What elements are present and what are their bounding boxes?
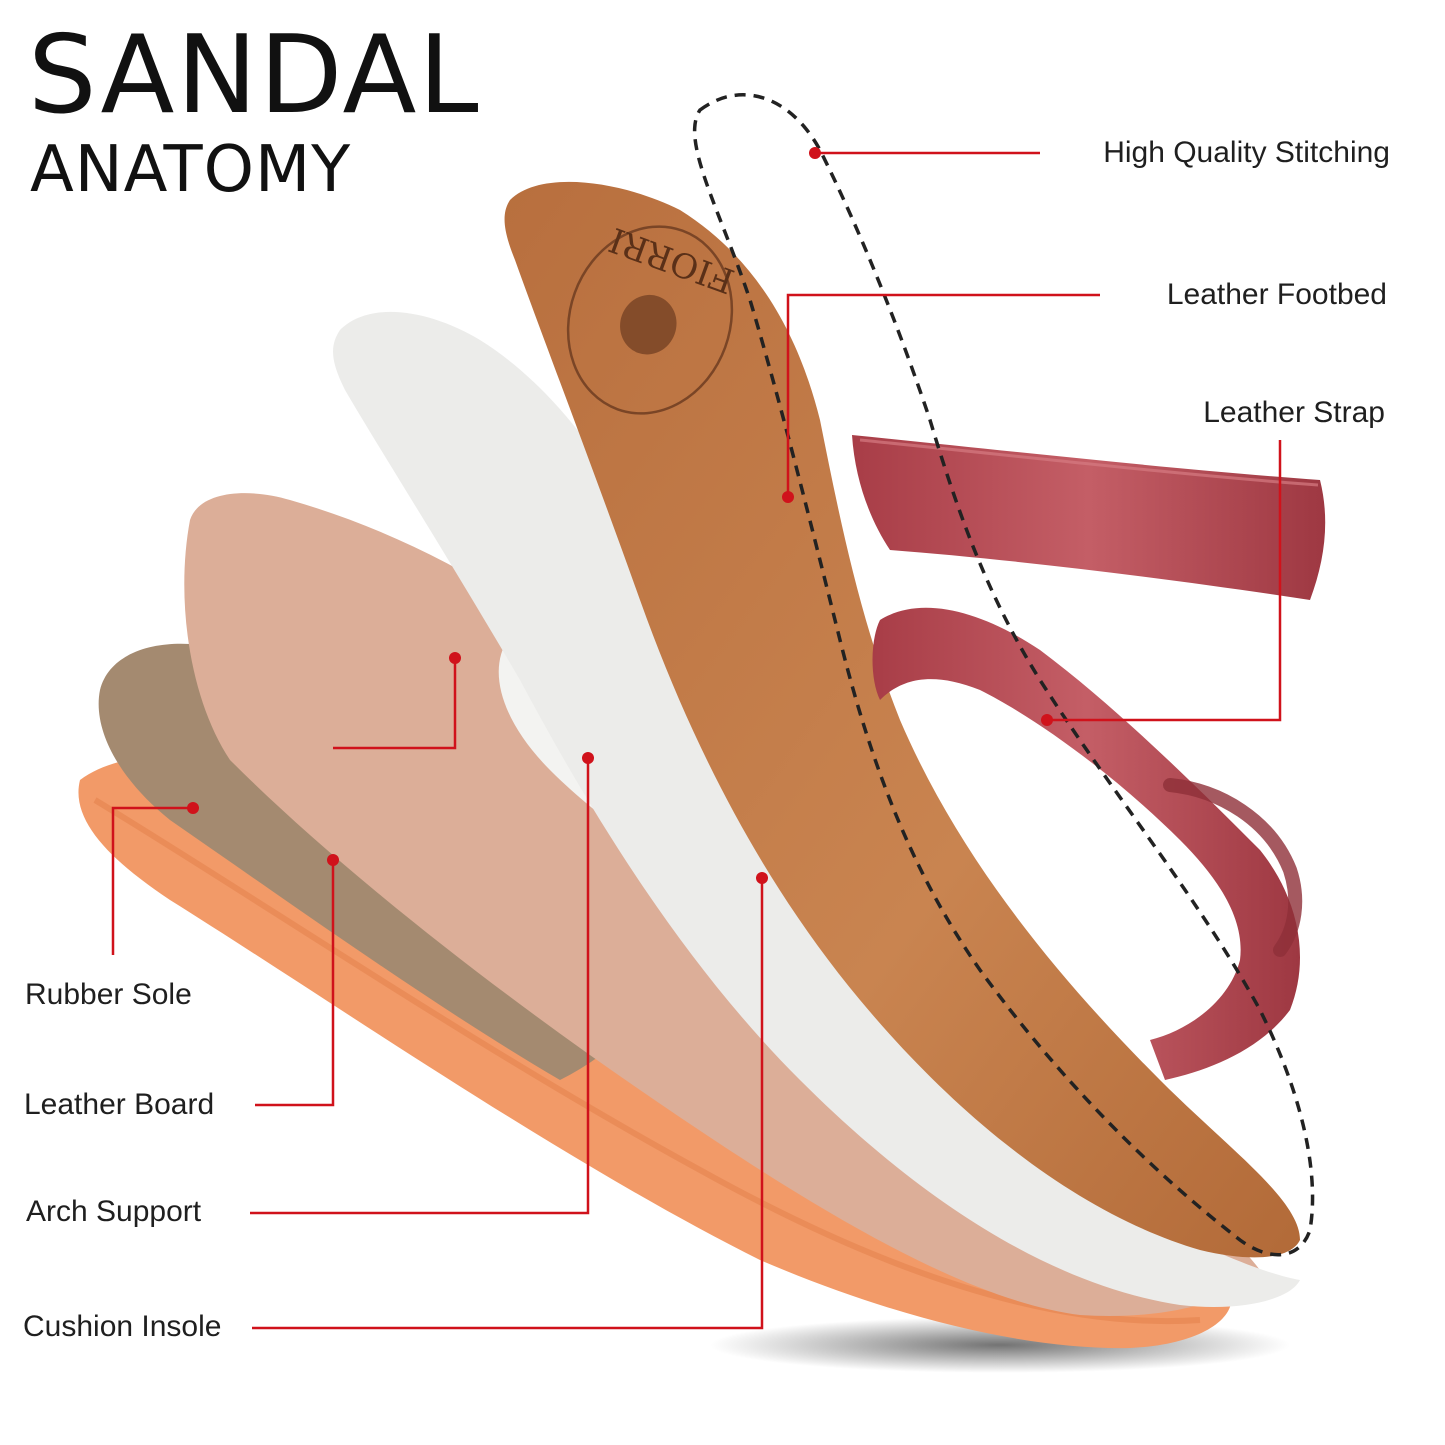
leader-rubber-sole	[111, 806, 193, 955]
toe-strap-loop	[1163, 778, 1303, 957]
dot-cushion-insole	[756, 872, 768, 884]
title-line-1: SANDAL	[28, 13, 481, 138]
toe-strap	[872, 607, 1300, 1080]
label-leather-board: Leather Board	[24, 1088, 215, 1121]
label-strap: Leather Strap	[1203, 396, 1385, 429]
dot-stitching	[809, 147, 821, 159]
leader-footbed	[786, 293, 1100, 497]
label-footbed: Leather Footbed	[1166, 278, 1387, 311]
leader-leather-board	[255, 860, 335, 1107]
leader-lines	[111, 151, 1282, 1330]
dot-strap	[1041, 714, 1053, 726]
dot-cork	[449, 652, 461, 664]
upper-strap-highlight	[859, 438, 1319, 487]
label-stitching: High Quality Stitching	[1103, 136, 1390, 169]
leader-arch-support	[250, 758, 590, 1215]
dot-rubber-sole	[187, 802, 199, 814]
dot-leather-board	[327, 854, 339, 866]
leader-strap	[1047, 440, 1282, 722]
upper-strap	[852, 435, 1326, 600]
title-line-2: ANATOMY	[30, 133, 352, 207]
label-cushion-insole: Cushion Insole	[23, 1310, 222, 1343]
cushion-insole-layer	[333, 311, 1300, 1308]
label-arch-support: Arch Support	[26, 1195, 202, 1228]
leader-cushion-insole	[252, 878, 764, 1330]
leader-dots	[187, 147, 1053, 884]
label-rubber-sole: Rubber Sole	[25, 978, 192, 1011]
leader-cork	[333, 658, 457, 750]
leather-footbed-layer	[504, 181, 1300, 1258]
dot-footbed	[782, 491, 794, 503]
dot-arch-support	[582, 752, 594, 764]
